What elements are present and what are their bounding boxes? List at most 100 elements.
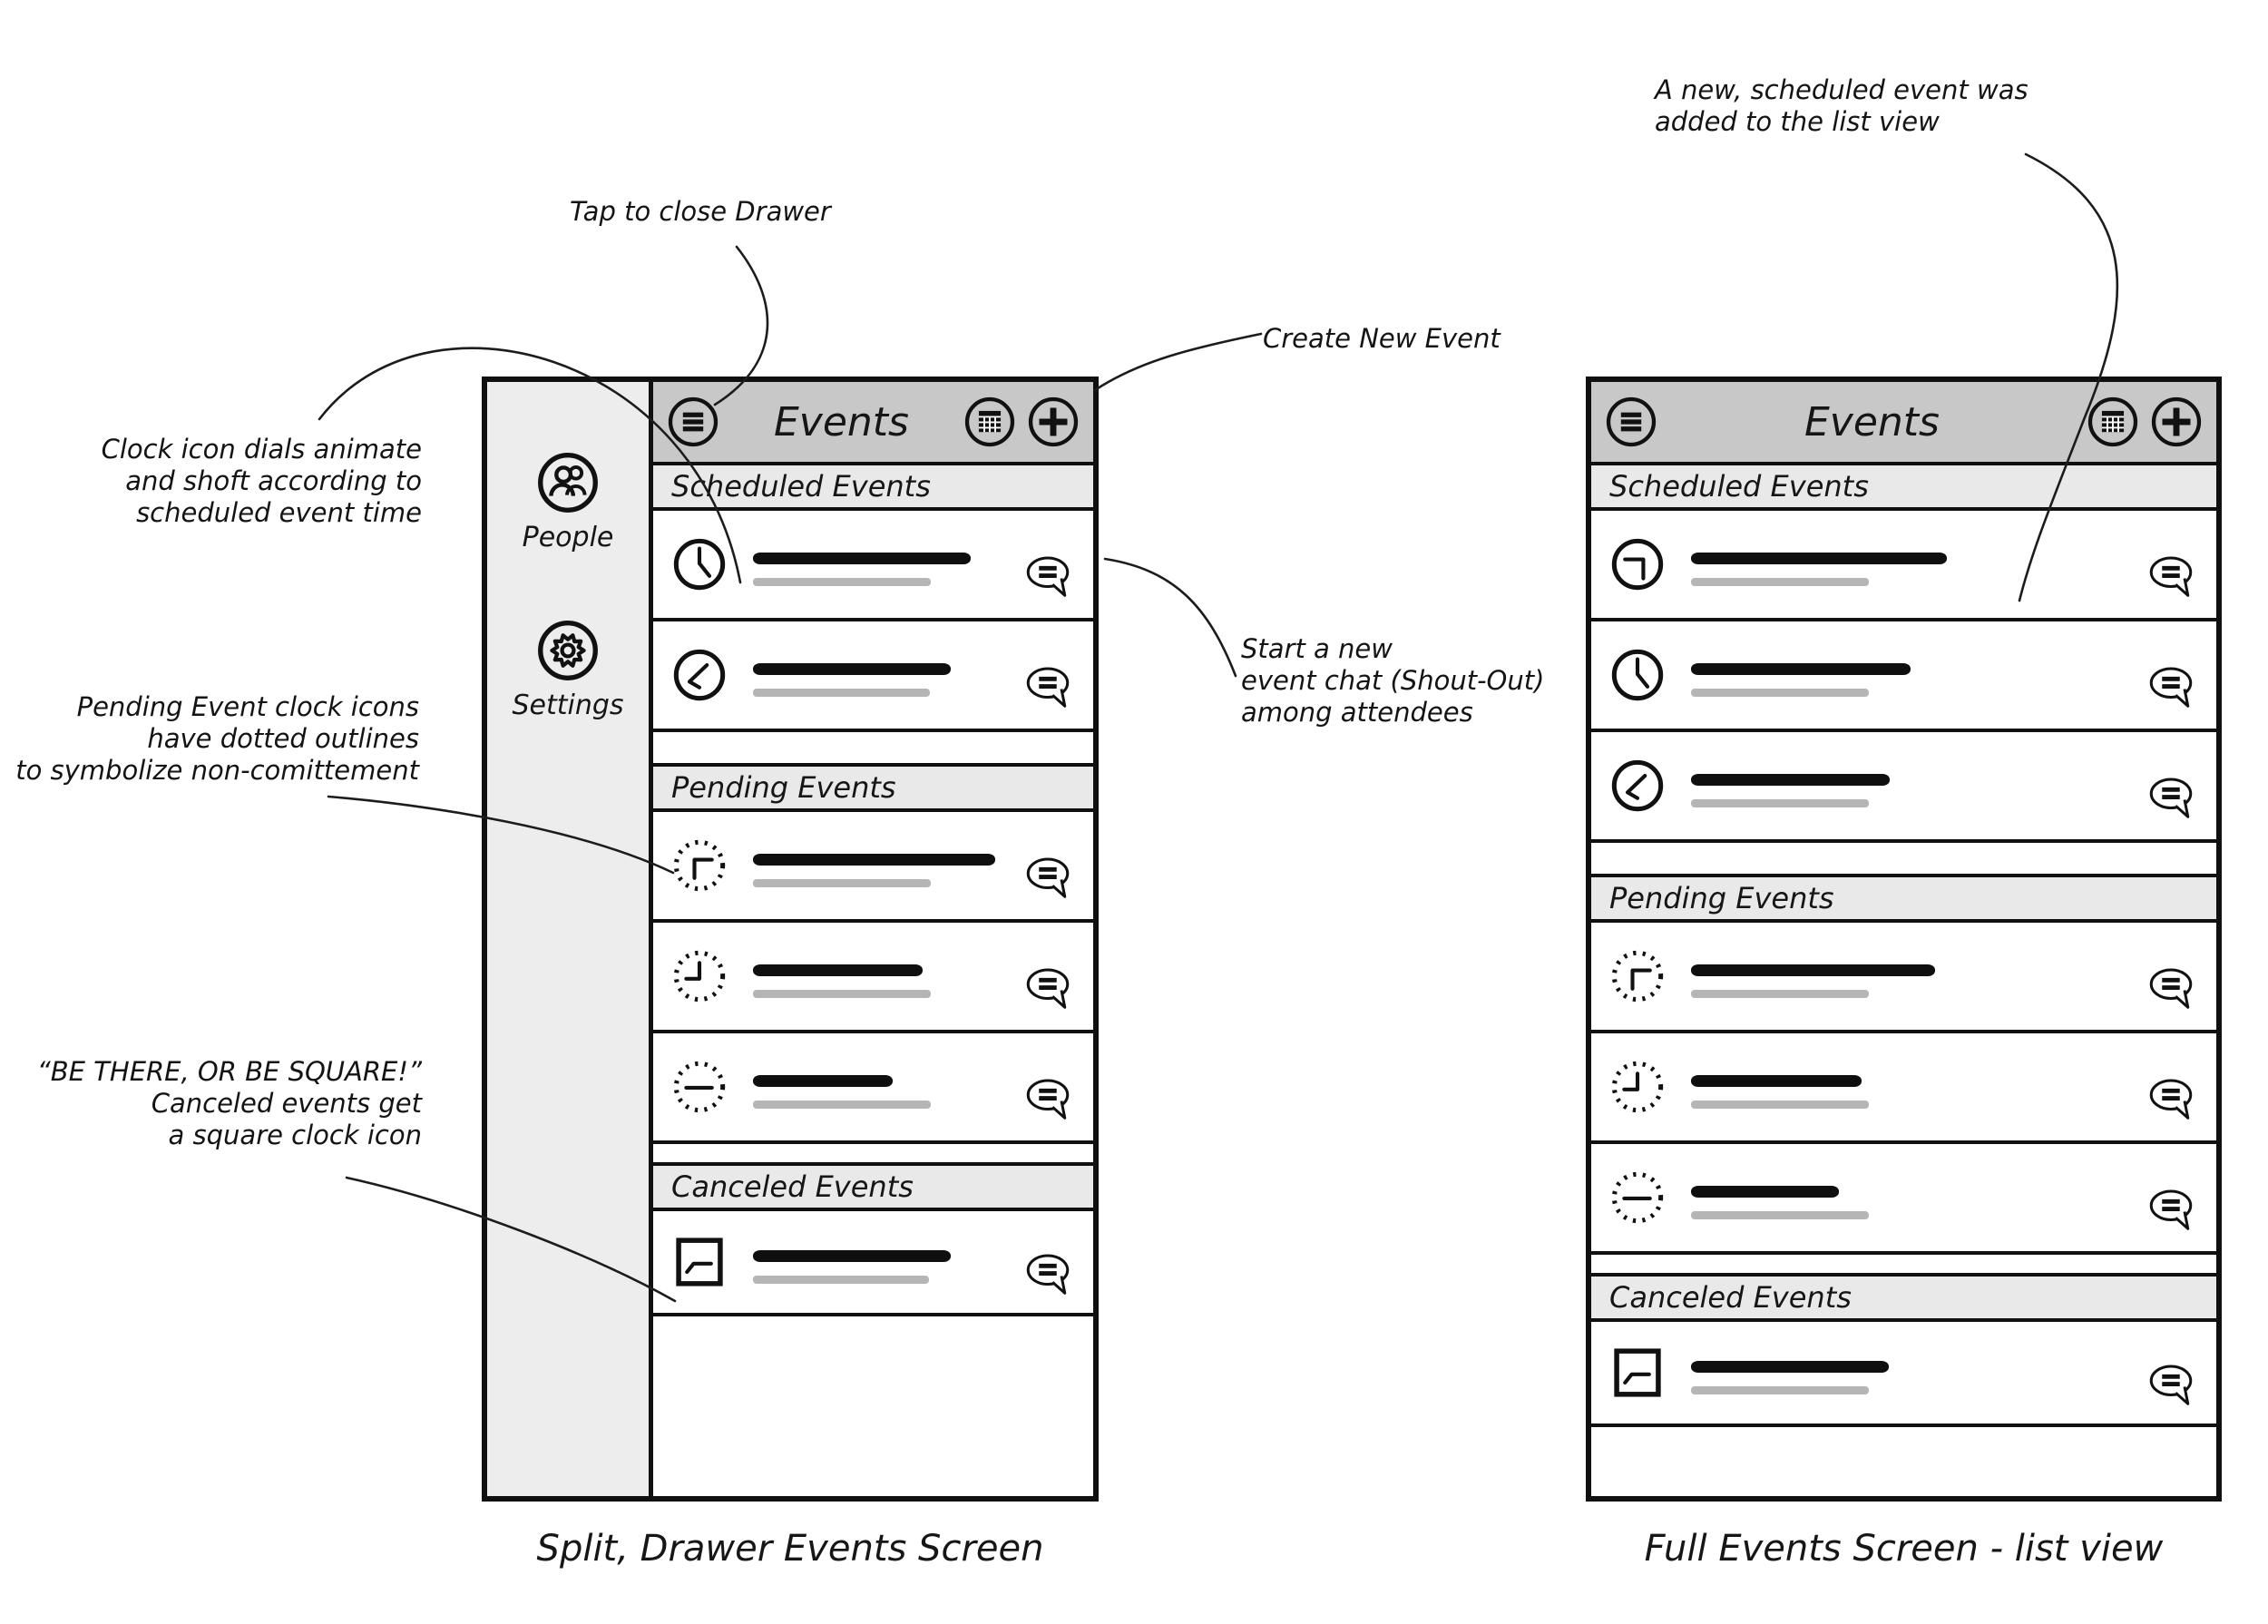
list-spacer xyxy=(1591,843,2216,877)
event-text-placeholder xyxy=(1691,955,2135,998)
scheduled-event-row[interactable] xyxy=(653,511,1093,621)
event-title-bar xyxy=(1691,1185,1839,1198)
event-subtitle-bar xyxy=(753,878,931,887)
list-spacer xyxy=(1591,1255,2216,1277)
canceled-event-row[interactable] xyxy=(653,1211,1093,1316)
list-spacer xyxy=(653,1144,1093,1166)
event-title-bar xyxy=(753,662,951,675)
event-text-placeholder xyxy=(753,955,1012,998)
chat-bubble-icon[interactable] xyxy=(2144,1072,2198,1121)
chat-bubble-icon[interactable] xyxy=(2144,1183,2198,1232)
section-label: Canceled Events xyxy=(1609,1280,1852,1315)
pending-event-row[interactable] xyxy=(653,923,1093,1033)
clock-icon xyxy=(1608,645,1667,705)
scheduled-event-row[interactable] xyxy=(1591,621,2216,732)
menu-icon[interactable] xyxy=(665,394,721,450)
arrow-shout-out xyxy=(1103,557,1237,678)
canceled-event-row[interactable] xyxy=(1591,1322,2216,1427)
caption-split-drawer: Split, Drawer Events Screen xyxy=(536,1528,1044,1570)
add-event-icon[interactable] xyxy=(1025,394,1081,450)
section-header-scheduled: Scheduled Events xyxy=(653,465,1093,511)
page-title: Events xyxy=(1804,398,1940,445)
chat-bubble-icon[interactable] xyxy=(2144,771,2198,820)
app-bar: Events xyxy=(653,382,1093,465)
event-text-placeholder xyxy=(1691,1177,2135,1219)
drawer-item-label: Settings xyxy=(512,690,624,721)
caption-full-list: Full Events Screen - list view xyxy=(1644,1528,2164,1570)
scheduled-event-row[interactable] xyxy=(653,621,1093,732)
chat-bubble-icon[interactable] xyxy=(1021,550,1075,599)
section-header-pending: Pending Events xyxy=(1591,877,2216,923)
chat-bubble-icon[interactable] xyxy=(2144,550,2198,599)
chat-bubble-icon[interactable] xyxy=(1021,962,1075,1011)
event-text-placeholder xyxy=(1691,1066,2135,1109)
event-title-bar xyxy=(1691,773,1890,786)
chat-bubble-icon[interactable] xyxy=(2144,962,2198,1011)
section-header-canceled: Canceled Events xyxy=(653,1166,1093,1211)
note-pending-dotted: Pending Event clock icons have dotted ou… xyxy=(15,691,419,786)
scheduled-event-row[interactable] xyxy=(1591,511,2216,621)
drawer-item-settings[interactable]: Settings xyxy=(512,613,624,721)
scheduled-event-row[interactable] xyxy=(1591,732,2216,843)
event-subtitle-bar xyxy=(753,989,931,998)
drawer-item-people[interactable]: People xyxy=(522,445,614,553)
events-list-panel: Events Scheduled Events xyxy=(653,382,1093,1496)
event-text-placeholder xyxy=(753,1066,1012,1109)
list-spacer xyxy=(653,732,1093,767)
clock-icon xyxy=(1608,534,1667,594)
event-subtitle-bar xyxy=(1691,1385,1869,1394)
people-icon xyxy=(531,445,605,520)
event-text-placeholder xyxy=(753,845,1012,887)
page-title: Events xyxy=(774,398,909,445)
event-title-bar xyxy=(1691,1360,1889,1373)
chat-bubble-icon[interactable] xyxy=(1021,1247,1075,1296)
clock-icon xyxy=(1608,756,1667,816)
note-new-event-added: A new, scheduled event was added to the … xyxy=(1655,74,2028,137)
empty-list-area xyxy=(1591,1427,2216,1496)
drawer-item-label: People xyxy=(522,522,614,553)
event-subtitle-bar xyxy=(753,688,930,697)
event-title-bar xyxy=(753,1074,893,1087)
event-subtitle-bar xyxy=(1691,989,1869,998)
event-text-placeholder xyxy=(753,1241,1012,1284)
event-text-placeholder xyxy=(1691,1352,2135,1394)
full-events-screen: Events Scheduled Events xyxy=(1586,377,2222,1502)
pending-event-row[interactable] xyxy=(653,812,1093,923)
section-header-scheduled: Scheduled Events xyxy=(1591,465,2216,511)
event-subtitle-bar xyxy=(1691,1100,1869,1109)
event-text-placeholder xyxy=(1691,654,2135,697)
event-subtitle-bar xyxy=(1691,688,1869,697)
chat-bubble-icon[interactable] xyxy=(1021,1072,1075,1121)
event-title-bar xyxy=(1691,964,1935,976)
clock-icon xyxy=(670,645,729,705)
section-label: Canceled Events xyxy=(671,1169,914,1204)
chat-bubble-icon[interactable] xyxy=(1021,660,1075,709)
menu-icon[interactable] xyxy=(1603,394,1659,450)
pending-event-row[interactable] xyxy=(1591,1033,2216,1144)
split-drawer-events-screen: People Settings Events Scheduled Events xyxy=(482,377,1099,1502)
dotted-clock-icon xyxy=(1608,946,1667,1006)
add-event-icon[interactable] xyxy=(2148,394,2204,450)
chat-bubble-icon[interactable] xyxy=(2144,1358,2198,1407)
chat-bubble-icon[interactable] xyxy=(1021,851,1075,900)
chat-bubble-icon[interactable] xyxy=(2144,660,2198,709)
dotted-clock-icon xyxy=(670,836,729,895)
note-be-square: “BE THERE, OR BE SQUARE!” Canceled event… xyxy=(36,1056,422,1150)
event-subtitle-bar xyxy=(753,577,931,586)
arrow-create-new-event xyxy=(1093,332,1263,392)
event-subtitle-bar xyxy=(753,1275,929,1284)
event-subtitle-bar xyxy=(1691,1210,1869,1219)
navigation-drawer: People Settings xyxy=(487,382,653,1496)
pending-event-row[interactable] xyxy=(653,1033,1093,1144)
pending-event-row[interactable] xyxy=(1591,923,2216,1033)
event-text-placeholder xyxy=(753,654,1012,697)
event-title-bar xyxy=(1691,552,1947,564)
calendar-icon[interactable] xyxy=(962,394,1018,450)
dotted-clock-icon xyxy=(670,946,729,1006)
empty-list-area xyxy=(653,1316,1093,1496)
note-shout-out: Start a new event chat (Shout-Out) among… xyxy=(1241,633,1545,728)
square-clock-icon xyxy=(670,1232,729,1292)
calendar-icon[interactable] xyxy=(2085,394,2141,450)
pending-event-row[interactable] xyxy=(1591,1144,2216,1255)
section-header-canceled: Canceled Events xyxy=(1591,1277,2216,1322)
